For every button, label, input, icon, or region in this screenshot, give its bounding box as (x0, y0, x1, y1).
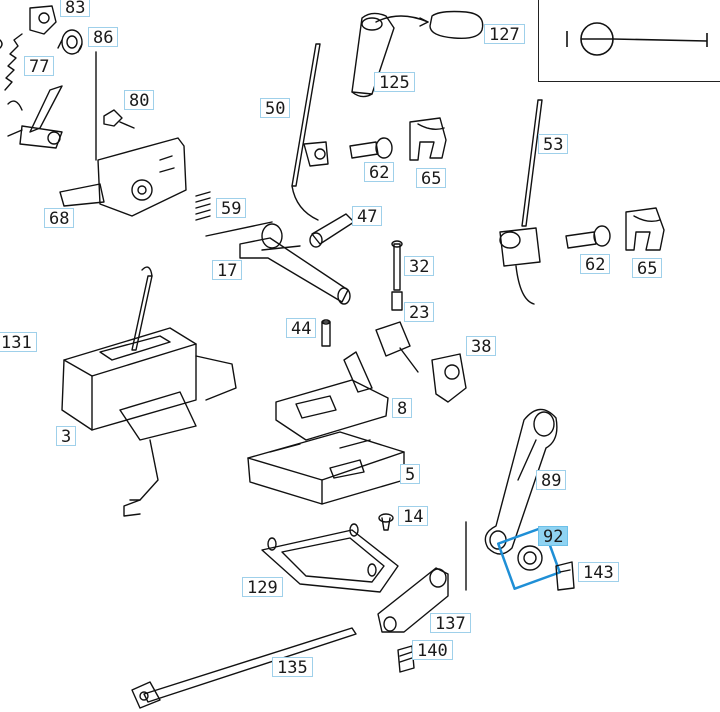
part-140-screw[interactable] (397, 645, 415, 673)
part-44-pin[interactable] (321, 319, 331, 347)
part-127-knob-cap[interactable] (429, 10, 484, 40)
callout-135[interactable]: 135 (272, 657, 313, 678)
part-53-shift-rod[interactable] (499, 99, 543, 305)
part-59-spring[interactable] (195, 191, 273, 237)
callout-143[interactable]: 143 (578, 562, 619, 583)
callout-65-lower[interactable]: 65 (632, 258, 663, 279)
part-38-cam[interactable] (375, 321, 467, 403)
part-86-bushing[interactable] (57, 29, 83, 55)
part-3-shifter-housing[interactable] (61, 275, 237, 501)
part-68-bracket[interactable] (59, 51, 187, 217)
part-17-selector-shaft[interactable] (239, 223, 351, 305)
callout-89[interactable]: 89 (536, 470, 567, 491)
part-5-housing-base[interactable] (247, 431, 405, 505)
part-77-spring[interactable] (0, 33, 23, 91)
part-131-lever-rod[interactable] (123, 266, 153, 517)
callout-65-upper[interactable]: 65 (416, 168, 447, 189)
callout-86[interactable]: 86 (88, 27, 119, 48)
part-83-clip[interactable] (29, 5, 57, 35)
detail-inset (538, 0, 720, 82)
part-137-bracket[interactable] (377, 521, 467, 633)
part-62-bolt-upper[interactable] (349, 137, 393, 159)
part-129-gasket[interactable] (261, 523, 399, 593)
part-92-bushing[interactable] (517, 545, 543, 571)
part-89-lever-arm[interactable] (484, 408, 558, 555)
part-50-shift-rod[interactable] (291, 43, 329, 221)
part-14-screw[interactable] (378, 513, 394, 531)
callout-125[interactable]: 125 (374, 72, 415, 93)
part-80-bolt[interactable] (103, 109, 135, 129)
callout-50[interactable]: 50 (260, 98, 291, 119)
steering-wheel-icon (566, 22, 708, 56)
callout-83[interactable]: 83 (60, 0, 91, 18)
callout-44[interactable]: 44 (286, 318, 317, 339)
callout-62-upper[interactable]: 62 (364, 162, 395, 183)
callout-127[interactable]: 127 (484, 24, 525, 45)
callout-8[interactable]: 8 (392, 398, 413, 419)
callout-131[interactable]: 131 (0, 332, 37, 353)
part-62-bolt-lower[interactable] (565, 225, 611, 249)
callout-77[interactable]: 77 (24, 56, 55, 77)
callout-14[interactable]: 14 (398, 506, 429, 527)
part-8-gate-plate[interactable] (275, 351, 389, 441)
callout-92[interactable]: 92 (538, 526, 569, 547)
part-143-clip[interactable] (555, 561, 575, 591)
callout-17[interactable]: 17 (212, 260, 243, 281)
part-65-clip-lower[interactable] (625, 207, 665, 251)
callout-47[interactable]: 47 (352, 206, 383, 227)
callout-140[interactable]: 140 (412, 640, 453, 661)
callout-38[interactable]: 38 (466, 336, 497, 357)
part-135-cable-rod[interactable] (131, 627, 357, 709)
callout-80[interactable]: 80 (124, 90, 155, 111)
callout-53[interactable]: 53 (538, 134, 569, 155)
callout-59[interactable]: 59 (216, 198, 247, 219)
callout-5[interactable]: 5 (400, 464, 421, 485)
selection-box-92 (496, 525, 562, 591)
callout-3[interactable]: 3 (56, 426, 77, 447)
callout-32[interactable]: 32 (404, 256, 435, 277)
callout-23[interactable]: 23 (404, 302, 435, 323)
callout-129[interactable]: 129 (242, 577, 283, 598)
callout-137[interactable]: 137 (430, 613, 471, 634)
callout-62-lower[interactable]: 62 (580, 254, 611, 275)
part-lever-assembly[interactable] (7, 85, 63, 149)
part-23-pin[interactable] (391, 291, 403, 311)
callout-68[interactable]: 68 (44, 208, 75, 229)
part-32-pin[interactable] (391, 240, 403, 291)
part-65-clip-upper[interactable] (409, 117, 447, 161)
